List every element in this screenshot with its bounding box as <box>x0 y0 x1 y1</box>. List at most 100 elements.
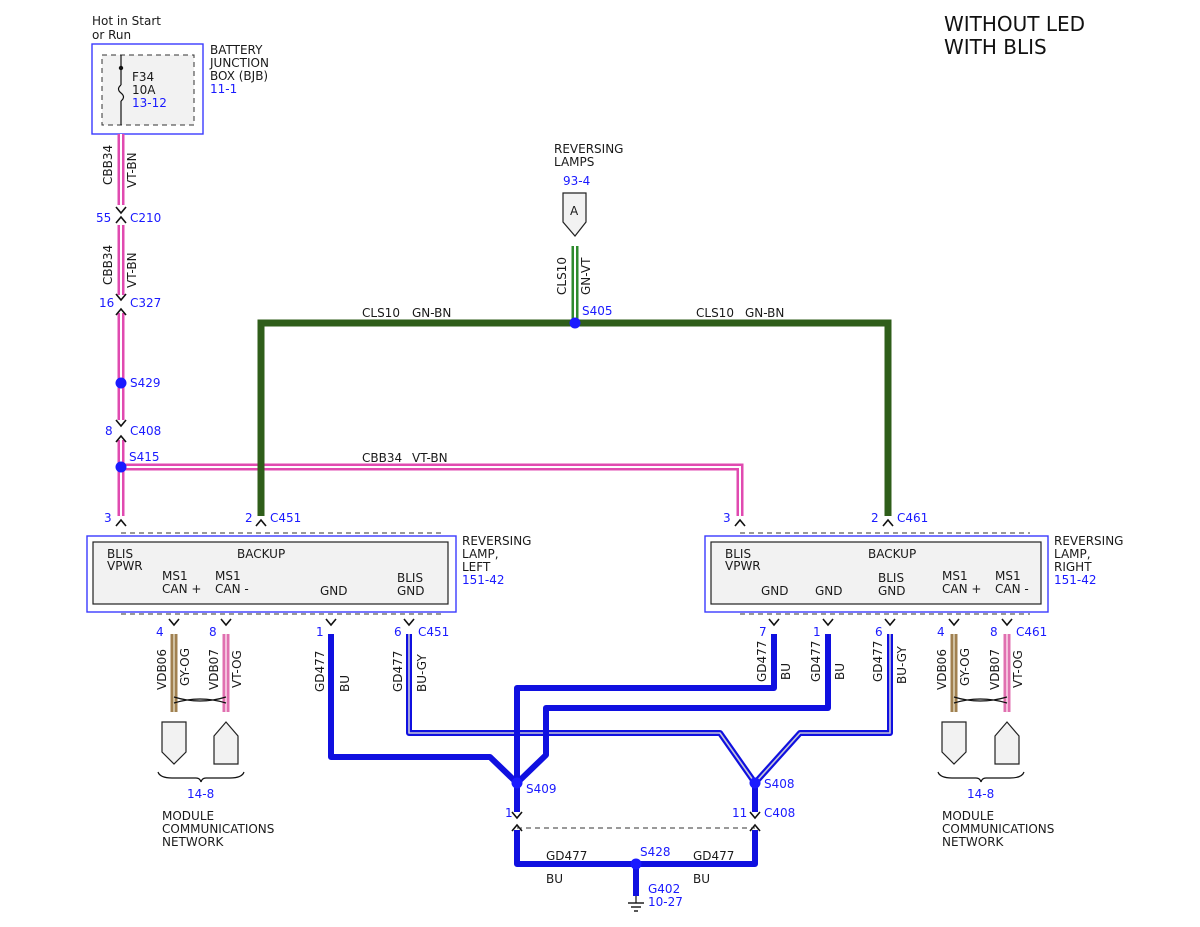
right-pin-4: 4 <box>937 625 945 639</box>
s429-label: S429 <box>130 376 161 390</box>
left-ms1-minus-1: MS1 <box>215 569 241 583</box>
circuit-gd477-r7: GD477 <box>755 641 769 682</box>
bjb-inner <box>101 54 195 126</box>
c210-arrow-icon <box>115 206 127 214</box>
right-ms1-plus-1: MS1 <box>942 569 968 583</box>
left-pin8-arrow-icon <box>220 618 232 626</box>
circuit-gyog-left: GY-OG <box>178 648 192 686</box>
circuit-gnbn-left: GN-BN <box>412 306 451 320</box>
left-backup-label: BACKUP <box>237 547 285 561</box>
right-brace-icon <box>937 771 1025 783</box>
right-ms1-minus-2: CAN - <box>995 582 1029 596</box>
right-c461-top: C461 <box>897 511 928 525</box>
circuit-cls10-v: CLS10 <box>555 257 569 295</box>
left-pin-2: 2 <box>245 511 253 525</box>
right-lamp-name-1: REVERSING <box>1054 534 1123 548</box>
wire-cls10-horizontal <box>257 319 892 516</box>
left-ms1-minus-2: CAN - <box>215 582 249 596</box>
ground-wires <box>328 634 893 896</box>
circuit-bu-bl: BU <box>546 872 563 886</box>
circuit-vtbn-3: VT-BN <box>412 451 448 465</box>
right-blisgnd-1: BLIS <box>878 571 904 585</box>
right-backup-label: BACKUP <box>868 547 916 561</box>
right-pin-2: 2 <box>871 511 879 525</box>
right-ms1-plus-2: CAN + <box>942 582 981 596</box>
left-pin-3: 3 <box>104 511 112 525</box>
left-ms1-plus-2: CAN + <box>162 582 201 596</box>
circuit-vdb06-right: VDB06 <box>935 649 949 690</box>
left-pin3-arrow-icon <box>115 519 127 527</box>
right-blis-label-2: VPWR <box>725 559 761 573</box>
left-can-minus-connector-icon <box>213 721 239 765</box>
circuit-gnbn-right: GN-BN <box>745 306 784 320</box>
circuit-gd477-l6: GD477 <box>391 651 405 692</box>
left-gnd-label: GND <box>320 584 348 598</box>
left-c451-top: C451 <box>270 511 301 525</box>
left-lamp-name-1: REVERSING <box>462 534 531 548</box>
reversing-lamps-name-2: LAMPS <box>554 155 594 169</box>
right-lamp-name-3: RIGHT <box>1054 560 1092 574</box>
bjb-ref: 11-1 <box>210 82 237 96</box>
right-gnd2-label: GND <box>815 584 843 598</box>
circuit-bu-r7: BU <box>779 663 793 680</box>
splice-s415 <box>115 461 127 473</box>
left-c451-bottom: C451 <box>418 625 449 639</box>
right-ms1-minus-1: MS1 <box>995 569 1021 583</box>
c408-lower-right-arrow-icon <box>749 811 761 819</box>
circuit-bu-l1: BU <box>338 675 352 692</box>
fuse-icon <box>117 55 125 125</box>
fuse-amps: 10A <box>132 83 156 97</box>
right-pin6-arrow-icon <box>884 618 896 626</box>
twisted-pair-left-icon <box>173 696 227 704</box>
left-can-plus-connector-icon <box>161 721 187 765</box>
left-blisgnd-2: GND <box>397 584 425 598</box>
circuit-cls10-left: CLS10 <box>362 306 400 320</box>
left-blisgnd-1: BLIS <box>397 571 423 585</box>
right-lamp-box <box>710 541 1042 605</box>
right-can-plus-connector-icon <box>941 721 967 765</box>
s415-label: S415 <box>129 450 160 464</box>
splice-s405 <box>569 317 581 329</box>
right-gnd1-label: GND <box>761 584 789 598</box>
s405-label: S405 <box>582 304 613 318</box>
right-blisgnd-2: GND <box>878 584 906 598</box>
circuit-vtbn-1: VT-BN <box>125 152 139 188</box>
left-blis-label-2: VPWR <box>107 559 143 573</box>
bjb-name-3: BOX (BJB) <box>210 69 268 83</box>
right-pin-6: 6 <box>875 625 883 639</box>
right-lamp-outline <box>704 535 1049 613</box>
g402-ref: 10-27 <box>648 895 683 909</box>
left-network-name-3: NETWORK <box>162 835 225 849</box>
left-network-name-1: MODULE <box>162 809 214 823</box>
circuit-bugy-r6: BU-GY <box>895 646 909 684</box>
circuit-gd477-r1: GD477 <box>809 641 823 682</box>
left-lamp-ref: 151-42 <box>462 573 505 587</box>
c408-label: C408 <box>130 424 161 438</box>
circuit-gd477-bl: GD477 <box>546 849 587 863</box>
fuse-ref: 13-12 <box>132 96 167 110</box>
right-pin7-arrow-icon <box>768 618 780 626</box>
c210-pin: 55 <box>96 211 111 225</box>
right-pin-8: 8 <box>990 625 998 639</box>
left-blis-label-1: BLIS <box>107 547 133 561</box>
circuit-gd477-r6: GD477 <box>871 641 885 682</box>
right-pin-7: 7 <box>759 625 767 639</box>
hot-label-2: or Run <box>92 28 131 42</box>
bjb-name-2: JUNCTION <box>209 56 269 70</box>
c210-arrow-up-icon <box>115 216 127 224</box>
right-network-name-2: COMMUNICATIONS <box>942 822 1054 836</box>
bjb-name-1: BATTERY <box>210 43 263 57</box>
right-pin-3: 3 <box>723 511 731 525</box>
left-ms1-plus-1: MS1 <box>162 569 188 583</box>
wire-cbb34-horizontal <box>121 463 744 516</box>
reversing-lamps-name-1: REVERSING <box>554 142 623 156</box>
connector-a-letter: A <box>570 204 579 218</box>
left-pin1-arrow-icon <box>325 618 337 626</box>
circuit-gnvt: GN-VT <box>579 257 593 295</box>
c408-lower-pin-right: 11 <box>732 806 747 820</box>
circuit-vtog-left: VT-OG <box>230 650 244 688</box>
circuit-cbb34-3: CBB34 <box>362 451 402 465</box>
reversing-lamps-ref: 93-4 <box>563 174 590 188</box>
c327-pin: 16 <box>99 296 114 310</box>
